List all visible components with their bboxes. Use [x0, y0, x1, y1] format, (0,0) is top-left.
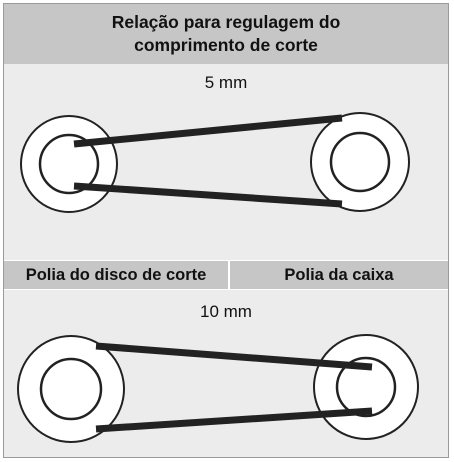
title-line-1: Relação para regulagem do — [111, 12, 341, 32]
panel-title: Relação para regulagem do comprimento de… — [4, 4, 448, 64]
cutting-disc-pulley-large — [20, 115, 118, 213]
belt-upper — [73, 114, 343, 148]
belt-diagram-10mm — [17, 334, 419, 443]
cut-length-panel: Relação para regulagem do comprimento de… — [3, 3, 449, 458]
belt-upper — [95, 342, 373, 371]
belt-lower — [73, 182, 343, 208]
title-line-2: comprimento de corte — [134, 35, 318, 55]
gearbox-pulley-small — [313, 334, 419, 440]
legend-gearbox-pulley: Polia da caixa — [284, 265, 394, 284]
config-5mm-label: 5 mm — [204, 73, 248, 92]
config-5mm: 5 mm — [4, 64, 448, 260]
config-10mm: 10 mm — [4, 290, 448, 457]
config-10mm-label: 10 mm — [200, 302, 252, 321]
belt-lower — [95, 407, 373, 433]
cutting-disc-pulley-10mm — [17, 335, 125, 443]
legend-cutting-disc-pulley: Polia do disco de corte — [4, 261, 230, 289]
belt-diagram-5mm — [20, 112, 410, 213]
pulley-legend: Polia do disco de corte Polia da caixa — [4, 260, 448, 290]
gearbox-pulley-5mm — [310, 112, 410, 212]
